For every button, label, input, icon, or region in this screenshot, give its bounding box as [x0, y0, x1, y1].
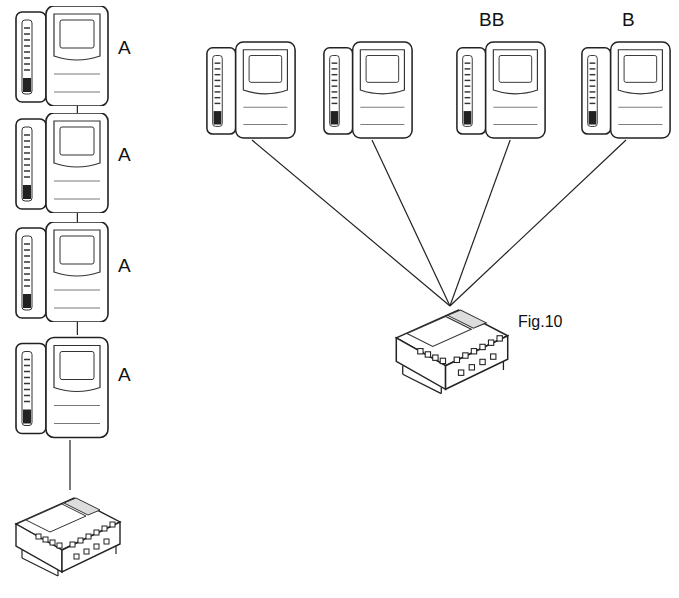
wire — [372, 140, 450, 306]
unit-label: A — [118, 38, 131, 57]
unit-label: A — [118, 256, 131, 275]
unit-label: A — [118, 365, 131, 384]
handset-node: A — [14, 6, 110, 106]
wire-connector — [77, 106, 78, 113]
handset — [16, 6, 108, 106]
handset — [582, 42, 670, 138]
handset — [457, 42, 545, 138]
wire-connector — [77, 322, 78, 335]
wire-line — [450, 140, 626, 306]
unit-label: B — [622, 10, 635, 29]
wire-connector — [77, 213, 78, 222]
handset-node: BB — [455, 40, 547, 140]
handset — [207, 42, 295, 138]
handset-node: B — [580, 40, 672, 140]
wire-line — [77, 322, 78, 335]
wire-connector — [450, 140, 510, 306]
wire-line — [77, 213, 78, 222]
handset-node: A — [14, 335, 110, 440]
handset — [16, 338, 108, 438]
wire-line — [77, 106, 78, 113]
wire-connector — [450, 140, 626, 306]
wire — [252, 140, 450, 306]
handset-node: A — [14, 113, 110, 213]
unit-label: A — [118, 145, 131, 164]
figure-label: Fig.10 — [518, 314, 562, 330]
unit-label: BB — [479, 10, 504, 29]
handset-node: A — [14, 222, 110, 322]
handset — [324, 42, 412, 138]
controller — [16, 498, 120, 576]
controller-node: Fig.10 — [400, 306, 504, 386]
wire — [69, 440, 70, 490]
wire-line — [450, 140, 510, 306]
controller — [396, 310, 507, 394]
handset — [16, 113, 108, 213]
handset — [16, 222, 108, 322]
